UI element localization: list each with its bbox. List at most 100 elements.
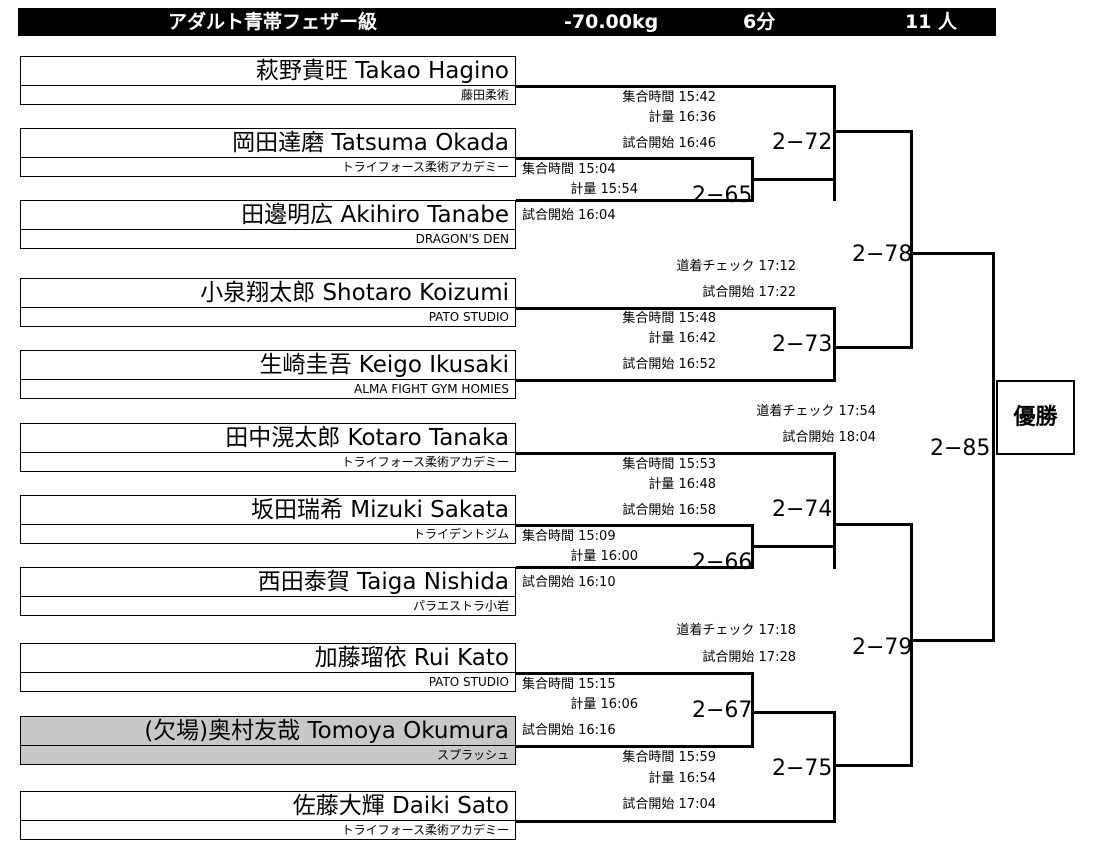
start-time: 試合開始 16:58 xyxy=(622,503,716,518)
competitor-name-box: 生崎圭吾 Keigo Ikusaki xyxy=(20,350,516,380)
bracket-line xyxy=(751,672,754,748)
start-time: 試合開始 16:46 xyxy=(622,136,716,151)
competitor-club: トライフォース柔術アカデミー xyxy=(341,160,509,174)
gather-time: 集合時間 15:04 xyxy=(522,162,616,177)
competitor-club-box: パラエストラ小岩 xyxy=(20,597,516,616)
bracket-line xyxy=(992,252,995,642)
bracket-line xyxy=(751,711,834,714)
gather-time: 集合時間 15:15 xyxy=(522,677,616,692)
bracket-line xyxy=(751,178,834,181)
bout-number: 2−73 xyxy=(772,332,833,357)
competitor-name-box: 加藤瑠依 Rui Kato xyxy=(20,643,516,673)
bracket-line xyxy=(516,307,836,310)
bracket-line xyxy=(833,130,913,133)
bracket-line xyxy=(833,452,836,569)
competitor-club: トライデントジム xyxy=(412,527,509,541)
bracket-line xyxy=(516,157,754,160)
competitor-club-box: ALMA FIGHT GYM HOMIES xyxy=(20,380,516,399)
competitor-club: ALMA FIGHT GYM HOMIES xyxy=(354,382,509,396)
competitor-name: 小泉翔太郎 Shotaro Koizumi xyxy=(200,280,509,306)
competitor-club: スプラッシュ xyxy=(436,748,509,762)
gather-time: 集合時間 15:48 xyxy=(622,311,716,326)
competitor-name: 西田泰賀 Taiga Nishida xyxy=(257,569,509,595)
weight-limit: -70.00kg xyxy=(564,11,659,33)
weigh-time: 計量 15:54 xyxy=(570,182,638,197)
competitor-name-box: 岡田達磨 Tatsuma Okada xyxy=(20,128,516,158)
bracket-line xyxy=(910,130,913,349)
competitor-club: トライフォース柔術アカデミー xyxy=(341,455,509,469)
weigh-time: 計量 16:48 xyxy=(648,477,716,492)
competitor-club-box: PATO STUDIO xyxy=(20,673,516,692)
bracket-line xyxy=(910,252,995,255)
competitor-name-box: 田邊明広 Akihiro Tanabe xyxy=(20,200,516,230)
competitor-club: トライフォース柔術アカデミー xyxy=(341,823,509,837)
bracket-line xyxy=(833,764,913,767)
weigh-time: 計量 16:00 xyxy=(570,549,638,564)
champion-box: 優勝 xyxy=(996,380,1075,455)
bout-number: 2−66 xyxy=(692,550,753,575)
gather-time: 集合時間 15:53 xyxy=(622,457,716,472)
competitor-count: 11 人 xyxy=(905,11,958,33)
competitor-name-box: 佐藤大輝 Daiki Sato xyxy=(20,791,516,821)
match-duration: 6分 xyxy=(743,11,776,33)
competitor-club-box: DRAGON'S DEN xyxy=(20,230,516,249)
competitor-club-box: トライフォース柔術アカデミー xyxy=(20,821,516,840)
competitor-name: 萩野貴旺 Takao Hagino xyxy=(255,58,509,84)
competitor-club-box: トライフォース柔術アカデミー xyxy=(20,453,516,472)
gather-time: 集合時間 15:09 xyxy=(522,529,616,544)
competitor-name-box: 小泉翔太郎 Shotaro Koizumi xyxy=(20,278,516,308)
bout-number: 2−67 xyxy=(692,698,753,723)
bracket-line xyxy=(516,672,754,675)
bout-number: 2−75 xyxy=(772,756,833,781)
bout-number: 2−65 xyxy=(692,183,753,208)
bout-number: 2−79 xyxy=(852,635,913,660)
start-time: 試合開始 16:52 xyxy=(622,357,716,372)
division-header: アダルト青帯フェザー級 -70.00kg 6分 11 人 xyxy=(18,8,996,36)
bout-number: 2−78 xyxy=(852,242,913,267)
bracket-line xyxy=(516,199,754,202)
bracket-line xyxy=(516,566,754,569)
bout-number: 2−74 xyxy=(772,497,833,522)
competitor-club: PATO STUDIO xyxy=(428,675,509,689)
bracket-line xyxy=(910,523,913,767)
bracket-line xyxy=(516,745,754,748)
bracket-line xyxy=(516,379,836,382)
bracket-line xyxy=(833,346,913,349)
competitor-name: 田邊明広 Akihiro Tanabe xyxy=(241,202,509,228)
competitor-name: 坂田瑞希 Mizuki Sakata xyxy=(250,497,509,523)
competitor-club-box: PATO STUDIO xyxy=(20,308,516,327)
bout-number: 2−72 xyxy=(772,130,833,155)
competitor-name: 生崎圭吾 Keigo Ikusaki xyxy=(259,352,509,378)
gi-check-time: 道着チェック 17:54 xyxy=(756,404,876,419)
start-time: 試合開始 18:04 xyxy=(782,430,876,445)
start-time: 試合開始 16:04 xyxy=(522,208,616,223)
competitor-club-box: 藤田柔術 xyxy=(20,86,516,105)
competitor-name-box-absent: (欠場)奥村友哉 Tomoya Okumura xyxy=(20,716,516,746)
competitor-club: DRAGON'S DEN xyxy=(415,232,509,246)
gather-time: 集合時間 15:42 xyxy=(622,90,716,105)
competitor-name-box: 萩野貴旺 Takao Hagino xyxy=(20,56,516,86)
bracket-line xyxy=(751,545,834,548)
bracket-line xyxy=(910,639,995,642)
bracket-line xyxy=(516,452,836,455)
division-title: アダルト青帯フェザー級 xyxy=(168,11,378,33)
competitor-name-box: 田中滉太郎 Kotaro Tanaka xyxy=(20,423,516,453)
bracket-line xyxy=(833,711,836,823)
bracket-line xyxy=(833,307,836,382)
weigh-time: 計量 16:06 xyxy=(570,697,638,712)
bracket-line xyxy=(833,523,913,526)
competitor-club: PATO STUDIO xyxy=(428,310,509,324)
gather-time: 集合時間 15:59 xyxy=(622,750,716,765)
gi-check-time: 道着チェック 17:18 xyxy=(676,623,796,638)
competitor-club: パラエストラ小岩 xyxy=(412,599,509,613)
start-time: 試合開始 17:04 xyxy=(622,797,716,812)
weigh-time: 計量 16:54 xyxy=(648,771,716,786)
competitor-club-box-absent: スプラッシュ xyxy=(20,746,516,765)
competitor-name-box: 西田泰賀 Taiga Nishida xyxy=(20,567,516,597)
competitor-name: 加藤瑠依 Rui Kato xyxy=(314,645,509,671)
start-time: 試合開始 16:10 xyxy=(522,575,616,590)
champion-label: 優勝 xyxy=(1013,405,1058,430)
bout-number: 2−85 xyxy=(930,436,991,461)
start-time: 試合開始 17:28 xyxy=(702,650,796,665)
weigh-time: 計量 16:36 xyxy=(648,110,716,125)
